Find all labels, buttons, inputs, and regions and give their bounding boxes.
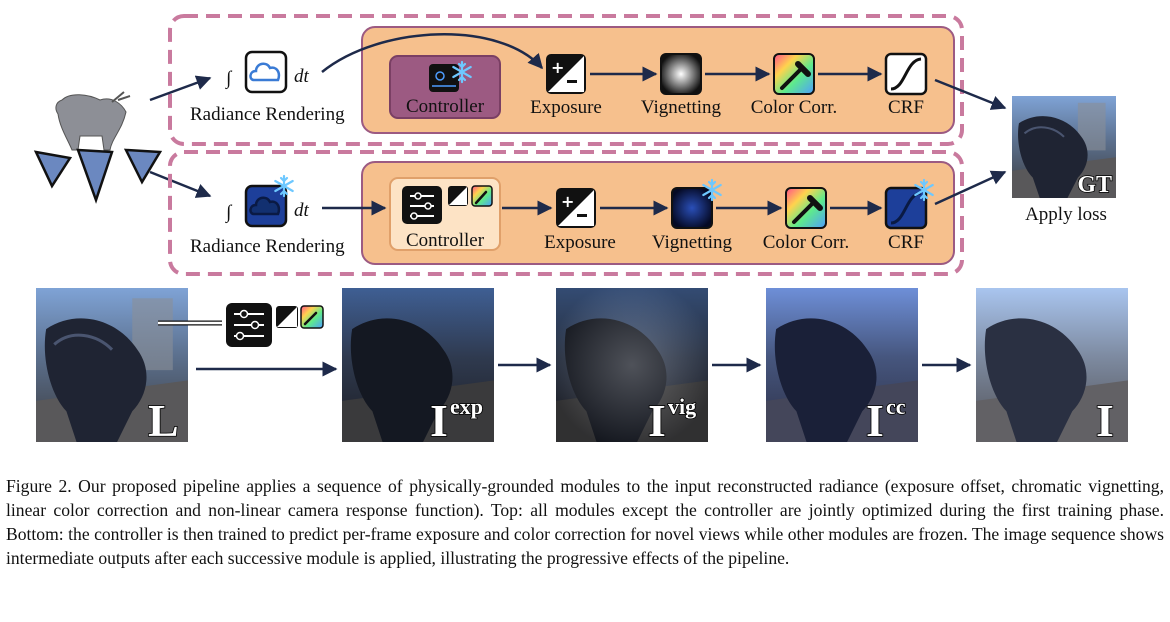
image-sup-cc: cc	[886, 394, 906, 419]
bottom-dt-label: dt	[294, 200, 310, 221]
image-label-I: I	[1096, 395, 1114, 446]
bottom-radiance-label: Radiance Rendering	[190, 236, 345, 257]
image-I-cc: I cc	[766, 288, 918, 447]
bottom-exposure-icon: +	[556, 188, 596, 228]
bottom-crf-curve-icon	[884, 178, 934, 230]
image-label-L: L	[148, 395, 179, 446]
top-eyedropper-icon	[773, 53, 815, 95]
top-radiance-block: ∫ dt Radiance Rendering	[190, 50, 345, 125]
exposure-mini-icon	[448, 186, 468, 206]
bottom-vignetting-icon	[671, 178, 722, 229]
top-color-corr-label: Color Corr.	[751, 97, 838, 118]
bottom-controller: Controller	[389, 177, 501, 251]
bottom-color-corr-label: Color Corr.	[763, 232, 850, 253]
bottom-dashed-frame	[168, 150, 964, 276]
top-dt-label: dt	[294, 66, 310, 87]
top-dashed-frame	[168, 14, 964, 146]
top-controller-label: Controller	[406, 96, 485, 117]
image-I-vig: I vig	[556, 288, 708, 447]
image-sup-exp: exp	[450, 394, 483, 419]
bottom-radiance-block: ∫ dt Radiance Rendering	[190, 174, 345, 257]
ground-truth-image: GT	[1012, 96, 1116, 199]
sequence-eyedropper-mini-icon	[300, 305, 324, 329]
top-controller: Controller	[389, 55, 501, 119]
image-label-I: I	[430, 395, 448, 446]
cloud-frozen-icon	[244, 184, 288, 228]
top-crf-curve-icon	[884, 52, 928, 96]
top-crf-label: CRF	[888, 97, 924, 118]
image-I-final: I	[976, 288, 1128, 447]
svg-text:∫: ∫	[225, 68, 233, 90]
bull-model-with-cameras	[33, 91, 163, 204]
image-sup-vig: vig	[668, 394, 696, 419]
top-radiance-label: Radiance Rendering	[190, 104, 345, 125]
top-exposure-icon: +	[546, 54, 586, 94]
bottom-vignetting-label: Vignetting	[652, 232, 733, 253]
image-label-I: I	[648, 395, 666, 446]
image-L: L	[36, 288, 188, 447]
sequence-exposure-mini-icon	[276, 306, 298, 328]
gt-badge: GT	[1077, 172, 1112, 198]
svg-text:∫: ∫	[225, 202, 233, 224]
image-label-I: I	[866, 395, 884, 446]
top-vignetting-icon	[660, 53, 702, 95]
top-exposure-label: Exposure	[530, 97, 602, 118]
figure-caption: Figure 2. Our proposed pipeline applies …	[6, 476, 1164, 568]
cloud-icon	[244, 50, 288, 94]
svg-text:+: +	[561, 192, 574, 211]
chip-icon	[402, 186, 442, 224]
apply-loss-label: Apply loss	[1025, 204, 1107, 225]
sequence-controller-icon	[226, 303, 272, 347]
bottom-controller-label: Controller	[406, 230, 485, 251]
bottom-crf-label: CRF	[888, 232, 924, 253]
eyedropper-mini-icon	[471, 185, 493, 207]
top-vignetting-label: Vignetting	[641, 97, 722, 118]
svg-text:+: +	[551, 58, 564, 77]
bottom-eyedropper-icon	[785, 187, 827, 229]
pipeline-figure: ∫ dt Radiance Rendering Controller + Exp…	[33, 14, 1128, 447]
image-I-exp: I exp	[342, 288, 494, 447]
chip-icon	[429, 64, 459, 92]
bottom-exposure-label: Exposure	[544, 232, 616, 253]
